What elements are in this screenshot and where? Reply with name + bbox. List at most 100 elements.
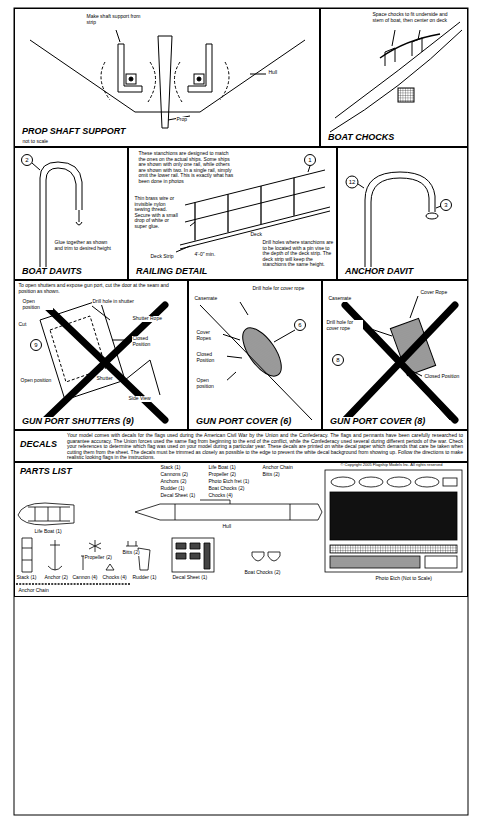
part-label: Open position	[22, 299, 53, 310]
panel-body-text: Your model comes with decals for the fla…	[67, 433, 463, 461]
davit-hook	[76, 210, 82, 225]
shaft-bracket	[118, 44, 142, 92]
part-label: Side View	[128, 396, 151, 402]
part-label: Photo Etch (Not to Scale)	[375, 576, 432, 582]
part-label: Closed Position	[196, 352, 227, 363]
boat-outline	[380, 34, 440, 58]
prop-blade	[101, 62, 229, 102]
callout-number: 3	[444, 202, 448, 209]
part-label: Life Boat (1)	[208, 465, 236, 471]
etch-boat	[387, 477, 411, 487]
panel-heading: PARTS LIST	[19, 467, 73, 477]
panel-heading: ANCHOR DAVIT	[344, 267, 414, 277]
panel-heading: GUN PORT COVER (6)	[195, 417, 292, 427]
part-label: Closed Position	[132, 336, 167, 347]
part-label: Decal Sheet (1)	[160, 493, 196, 499]
boat-chocks-drawing	[330, 22, 462, 132]
part-label: Cover Rope	[420, 290, 461, 296]
panel-heading: BOAT CHOCKS	[327, 133, 395, 143]
part-label: Cannon (4)	[72, 575, 98, 581]
part-label: Anchor (2)	[44, 575, 68, 581]
shaft-dot	[197, 77, 201, 81]
part-label: To open shutters and expose gun port, cu…	[18, 283, 185, 294]
leader-line	[358, 184, 441, 208]
part-label: Boat Chocks (2)	[208, 486, 245, 492]
sheet-frame	[14, 8, 468, 815]
part-label: Propeller (2)	[84, 555, 113, 561]
callout-number: 1	[308, 157, 312, 164]
etch-railing	[330, 556, 420, 568]
part-label: Cover Ropes	[196, 330, 223, 341]
leader-line	[176, 246, 190, 252]
part-label: Boat Chocks (2)	[244, 570, 281, 576]
instruction-panel: DECALSYour model comes with decals for t…	[14, 430, 468, 462]
callout-circle	[305, 155, 316, 166]
part-label: Casemate	[328, 296, 352, 302]
part-label: Glue together as shown and trim to desir…	[54, 240, 117, 251]
leader-line	[225, 356, 242, 382]
part-label: Chocks (4)	[208, 493, 233, 499]
part-label: Rudder (1)	[132, 575, 157, 581]
bitts	[126, 541, 138, 546]
part-label: Open position	[196, 378, 227, 389]
leader-line	[392, 30, 420, 46]
boat-chock	[252, 552, 280, 561]
callout-number: 12	[348, 179, 356, 186]
deck-line	[335, 22, 460, 118]
davit-end	[426, 213, 438, 219]
panel-heading: RAILING DETAIL	[135, 267, 208, 277]
etch-grating	[330, 545, 457, 553]
part-label: Rudder (1)	[160, 486, 185, 492]
rail	[185, 187, 325, 222]
callout-circle	[441, 200, 452, 211]
chock-etch	[398, 88, 414, 102]
bearing	[194, 74, 204, 84]
panel-heading: BOAT DAVITS	[21, 267, 83, 277]
part-label: Drill holes where stanchions are to be l…	[262, 240, 335, 268]
hull-detail	[175, 500, 290, 520]
davit-arm	[371, 178, 429, 272]
port-cover	[235, 322, 288, 383]
leader-line	[32, 163, 40, 170]
parts-drawing	[16, 470, 462, 584]
callout-circle	[346, 176, 358, 188]
callout-circle	[333, 355, 344, 366]
part-label: Photo Etch fret (1)	[208, 479, 250, 485]
propeller	[89, 540, 101, 552]
stack	[22, 538, 32, 572]
hull	[135, 504, 322, 520]
part-label: Stack (1)	[160, 465, 181, 471]
etch-part	[425, 556, 457, 568]
cross-out	[45, 305, 165, 420]
hull-line	[330, 30, 462, 132]
shaft	[158, 36, 172, 128]
part-label: © Copyright 2005 Flagship Models Inc. Al…	[340, 463, 443, 467]
leader-line	[190, 222, 195, 226]
chock	[106, 564, 114, 570]
hull-outline	[30, 40, 305, 112]
part-label: Prop	[176, 117, 188, 123]
etch-boat	[331, 477, 355, 487]
life-boat	[18, 503, 74, 525]
part-label: Chocks (4)	[102, 575, 127, 581]
part-label: Anchors (2)	[160, 479, 187, 485]
part-label: These stanchions are designed to match t…	[138, 151, 237, 184]
part-label: Make shaft support from strip	[86, 14, 145, 25]
callout-number: 6	[298, 322, 302, 329]
part-label: Open position	[20, 378, 53, 384]
part-label: Hull	[222, 524, 232, 530]
panel-heading: GUN PORT SHUTTERS (9)	[21, 417, 135, 427]
anchor	[48, 540, 62, 570]
davit-arm	[46, 168, 76, 272]
part-label: Anchor Chain	[262, 465, 293, 471]
gun-port-cover8-drawing	[333, 296, 456, 420]
part-label: Propeller (2)	[208, 472, 237, 478]
part-label: Life Boat (1)	[34, 529, 62, 535]
panel-heading: PROP SHAFT SUPPORT	[21, 127, 127, 137]
leader-line	[116, 30, 266, 120]
instruction-panel: BOAT DAVITS	[14, 147, 128, 280]
photo-etch-fret	[325, 470, 462, 572]
etch-part	[443, 478, 457, 486]
callout-circle	[22, 155, 33, 166]
